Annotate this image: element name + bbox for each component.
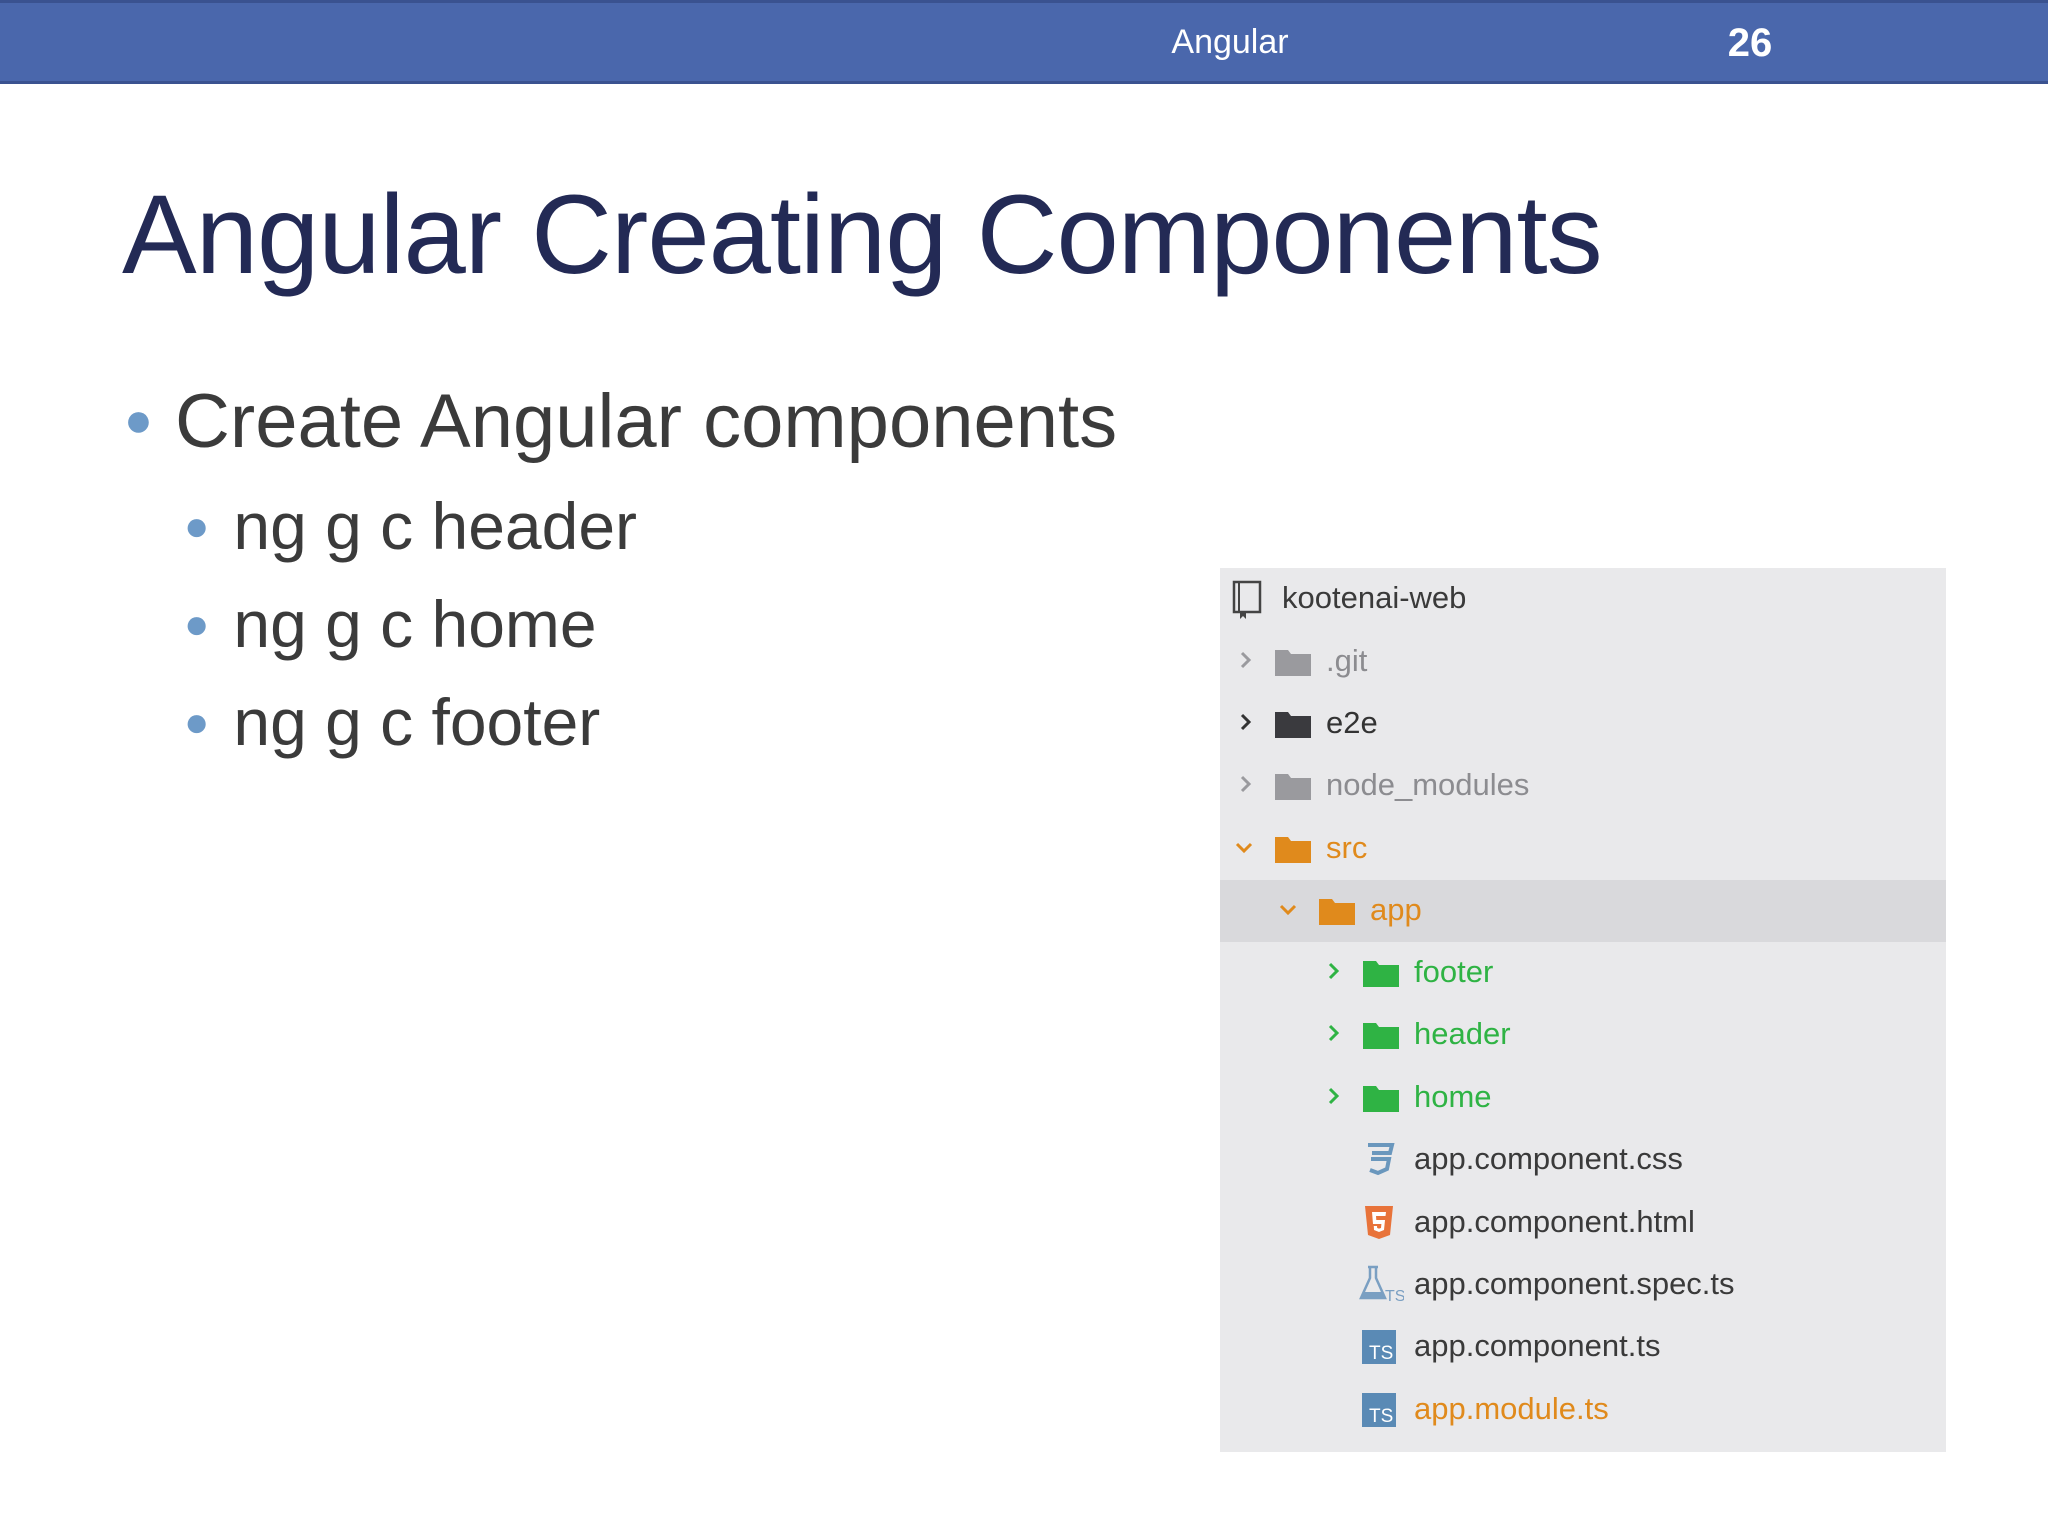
- tree-item-label: app.component.ts: [1414, 1328, 1661, 1363]
- chevron-right-icon[interactable]: [1234, 645, 1258, 675]
- chevron-right-icon[interactable]: [1234, 707, 1258, 737]
- tree-item-src[interactable]: src: [1220, 818, 1946, 880]
- tree-item-footer[interactable]: footer: [1220, 942, 1946, 1004]
- chevron-down-icon[interactable]: [1232, 832, 1256, 862]
- tree-item-app[interactable]: app: [1220, 880, 1946, 942]
- folder-icon: [1275, 712, 1311, 738]
- project-name: kootenai-web: [1282, 580, 1467, 615]
- tree-item-app-component-ts[interactable]: TS app.component.ts: [1220, 1316, 1946, 1378]
- test-flask-icon: TS: [1359, 1265, 1404, 1304]
- svg-text:TS: TS: [1369, 1406, 1393, 1427]
- bullet-main: ● Create Angular components: [124, 378, 1117, 465]
- tree-item-label: app.module.ts: [1414, 1391, 1609, 1426]
- folder-icon: [1275, 650, 1311, 676]
- tree-item-label: app.component.spec.ts: [1414, 1266, 1735, 1301]
- chevron-right-icon[interactable]: [1234, 769, 1258, 799]
- tree-item-app-component-spec-ts[interactable]: TS app.component.spec.ts: [1220, 1254, 1946, 1316]
- tree-item-label: app: [1370, 892, 1422, 927]
- svg-text:TS: TS: [1369, 1343, 1393, 1364]
- tree-item-app-component-css[interactable]: app.component.css: [1220, 1129, 1946, 1191]
- bullet-main-text: Create Angular components: [175, 379, 1118, 464]
- tree-item-node-modules[interactable]: node_modules: [1220, 755, 1946, 817]
- html5-file-icon: [1365, 1206, 1393, 1239]
- css3-file-icon: [1368, 1143, 1395, 1176]
- bullet-dot: ●: [184, 501, 210, 549]
- tree-item-label: e2e: [1326, 705, 1378, 740]
- tree-item-label: node_modules: [1326, 767, 1530, 802]
- sub-bullet-text: ng g c footer: [233, 685, 601, 759]
- chevron-right-icon[interactable]: [1322, 1081, 1346, 1111]
- repo-book-icon: [1232, 580, 1262, 619]
- tree-item-git[interactable]: .git: [1220, 631, 1946, 693]
- bullet-dot: ●: [124, 394, 153, 448]
- tree-item-header[interactable]: header: [1220, 1004, 1946, 1066]
- chevron-down-icon[interactable]: [1276, 894, 1300, 924]
- tree-item-app-component-html[interactable]: app.component.html: [1220, 1192, 1946, 1254]
- bullet-dot: ●: [184, 599, 210, 647]
- folder-icon: [1363, 1086, 1399, 1112]
- bullet-dot: ●: [184, 697, 210, 745]
- typescript-file-icon: TS: [1362, 1393, 1396, 1427]
- tree-item-e2e[interactable]: e2e: [1220, 693, 1946, 755]
- chevron-right-icon[interactable]: [1322, 1018, 1346, 1048]
- slide-header-bar: Angular 26: [0, 0, 2048, 84]
- page-number: 26: [1727, 21, 1773, 65]
- chevron-right-icon[interactable]: [1322, 956, 1346, 986]
- course-title: Angular: [1171, 23, 1289, 61]
- sub-bullet-text: ng g c home: [233, 587, 597, 661]
- tree-item-label: src: [1326, 830, 1368, 865]
- typescript-file-icon: TS: [1362, 1330, 1396, 1364]
- folder-icon: [1275, 774, 1311, 800]
- sub-bullet: ● ng g c home: [184, 586, 597, 662]
- sub-bullet: ● ng g c footer: [184, 684, 600, 760]
- svg-text:TS: TS: [1385, 1288, 1404, 1304]
- tree-item-label: app.component.css: [1414, 1141, 1683, 1176]
- sub-bullet: ● ng g c header: [184, 488, 637, 564]
- folder-icon: [1363, 1023, 1399, 1049]
- project-root-row[interactable]: kootenai-web: [1220, 568, 1946, 630]
- tree-item-label: .git: [1326, 643, 1368, 678]
- folder-icon: [1363, 961, 1399, 987]
- folder-icon: [1319, 899, 1355, 925]
- sub-bullet-text: ng g c header: [233, 489, 638, 563]
- tree-item-label: footer: [1414, 954, 1494, 989]
- tree-item-app-module-ts[interactable]: TS app.module.ts: [1220, 1379, 1946, 1441]
- tree-item-label: app.component.html: [1414, 1204, 1695, 1239]
- tree-item-label: header: [1414, 1016, 1511, 1051]
- tree-item-home[interactable]: home: [1220, 1067, 1946, 1129]
- slide-title: Angular Creating Components: [122, 172, 1603, 297]
- tree-item-label: home: [1414, 1079, 1492, 1114]
- folder-icon: [1275, 837, 1311, 863]
- file-tree-panel: kootenai-web .git e2e node_modules src a…: [1220, 568, 1946, 1452]
